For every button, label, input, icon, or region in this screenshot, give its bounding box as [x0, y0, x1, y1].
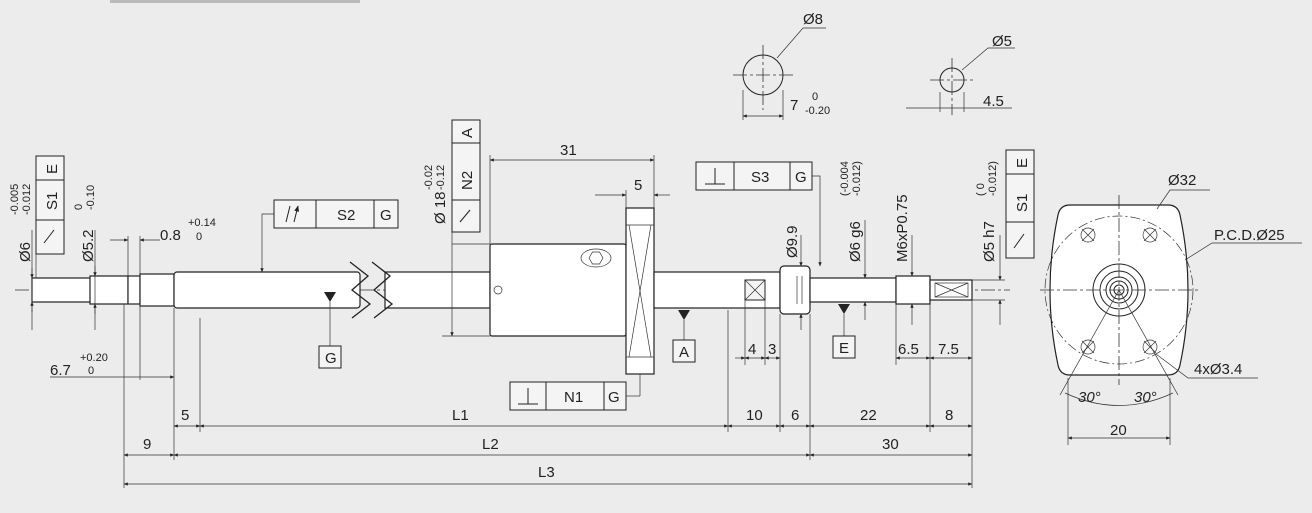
label-d5-hole: Ø5 — [992, 33, 1012, 50]
fcf-s2 — [260, 200, 399, 273]
label-d6-g6-lower: -0.012) — [851, 161, 863, 196]
label-8: 8 — [945, 407, 953, 424]
label-d18-upper: -0.02 — [423, 165, 435, 190]
label-d6-left: Ø6 — [17, 242, 34, 262]
label-d5-2: Ø5.2 — [80, 229, 97, 262]
rotated-labels: Ø6 -0.005 -0.012 S1 E Ø5.2 0 -0.10 Ø 18 … — [9, 128, 1031, 262]
top-bar — [110, 0, 360, 3]
label-5-flange: 5 — [634, 177, 642, 194]
labels: Ø8 Ø5 7 0 -0.20 4.5 31 5 S2 G S3 G N1 G … — [50, 11, 1285, 481]
label-d32: Ø32 — [1168, 172, 1196, 189]
label-d8: Ø8 — [803, 11, 823, 28]
hole-detail-8 — [733, 27, 826, 120]
label-0-8-upper: +0.14 — [188, 217, 216, 229]
fcf-s3-datum: G — [795, 169, 807, 186]
screw-shaft — [173, 261, 491, 319]
label-6-7-lower: 0 — [88, 365, 94, 377]
label-0-8: 0.8 — [160, 227, 181, 244]
label-d5-h7: Ø5 h7 — [981, 221, 998, 262]
break-mark-2 — [371, 261, 394, 319]
label-pcd: P.C.D.Ø25 — [1214, 227, 1285, 244]
label-4: 4 — [748, 341, 756, 358]
label-0-8-lower: 0 — [196, 231, 202, 243]
end-view — [1040, 189, 1302, 445]
label-20: 20 — [1110, 422, 1127, 439]
fcf-s1-left-datum: E — [44, 164, 61, 174]
label-30: 30 — [882, 436, 899, 453]
label-6-7: 6.7 — [50, 362, 71, 379]
label-9: 9 — [143, 436, 151, 453]
fcf-s2-label: S2 — [337, 207, 355, 224]
fcf-n2-datum: A — [459, 128, 476, 138]
label-7-5: 7.5 — [938, 341, 959, 358]
label-d18: Ø 18 — [432, 191, 449, 224]
label-6: 6 — [791, 407, 799, 424]
label-4xd3-4: 4xØ3.4 — [1194, 361, 1242, 378]
break-mark-1 — [349, 261, 372, 319]
label-7-upper: 0 — [812, 91, 818, 103]
label-6-5: 6.5 — [898, 341, 919, 358]
label-d6-g6: Ø6 g6 — [847, 221, 864, 262]
label-d5-2-lower: -0.10 — [85, 185, 97, 210]
fcf-n1 — [509, 374, 641, 411]
label-m6: M6xP0.75 — [894, 194, 911, 262]
fcf-s1-right-datum: E — [1014, 158, 1031, 168]
datum-g-label: G — [325, 350, 337, 367]
label-30deg-right: 30° — [1134, 389, 1157, 406]
label-d6-left-tol-upper: -0.005 — [9, 184, 21, 215]
label-7: 7 — [790, 97, 798, 114]
label-d5-2-upper: 0 — [73, 204, 85, 210]
label-31: 31 — [560, 142, 577, 159]
datum-e — [832, 304, 856, 359]
fcf-s3-label: S3 — [751, 169, 769, 186]
datum-e-label: E — [839, 340, 849, 357]
fcf-n2 — [451, 119, 481, 233]
fcf-s2-datum: G — [380, 207, 392, 224]
datum-g — [318, 292, 342, 369]
fcf-n1-datum: G — [608, 389, 620, 406]
label-d9-9: Ø9.9 — [784, 225, 801, 258]
label-10: 10 — [746, 407, 763, 424]
fcf-s3 — [695, 161, 822, 267]
label-22: 22 — [860, 407, 877, 424]
fcf-n1-label: N1 — [564, 389, 583, 406]
label-d5-h7-lower: -0.012) — [987, 161, 999, 196]
fcf-s1-right-label: S1 — [1014, 194, 1031, 212]
dimension-lines — [30, 150, 1005, 488]
right-shaft-end — [653, 265, 973, 315]
label-7-lower: -0.20 — [805, 105, 830, 117]
datum-a-label: A — [679, 344, 689, 361]
label-l3: L3 — [538, 464, 555, 481]
label-30deg-left: 30° — [1078, 389, 1101, 406]
label-3: 3 — [768, 341, 776, 358]
fcf-s1-left — [35, 155, 65, 278]
fcf-s1-right — [1005, 149, 1035, 259]
label-d18-lower: -0.12 — [435, 165, 447, 190]
label-6-7-upper: +0.20 — [80, 352, 108, 364]
left-shaft-end — [31, 273, 175, 307]
label-l1: L1 — [452, 407, 469, 424]
fcf-s1-left-label: S1 — [44, 192, 61, 210]
ball-nut — [489, 207, 655, 375]
label-5: 5 — [181, 407, 189, 424]
label-l2: L2 — [482, 436, 499, 453]
hole-detail-5 — [906, 47, 1015, 115]
fcf-n2-label: N2 — [459, 171, 476, 190]
label-d5-h7-upper: ( 0 — [975, 183, 987, 196]
label-d6-left-tol-lower: -0.012 — [21, 184, 33, 215]
label-4-5: 4.5 — [983, 93, 1004, 110]
label-d6-g6-upper: (-0.004 — [839, 161, 851, 196]
datum-a — [672, 310, 696, 363]
